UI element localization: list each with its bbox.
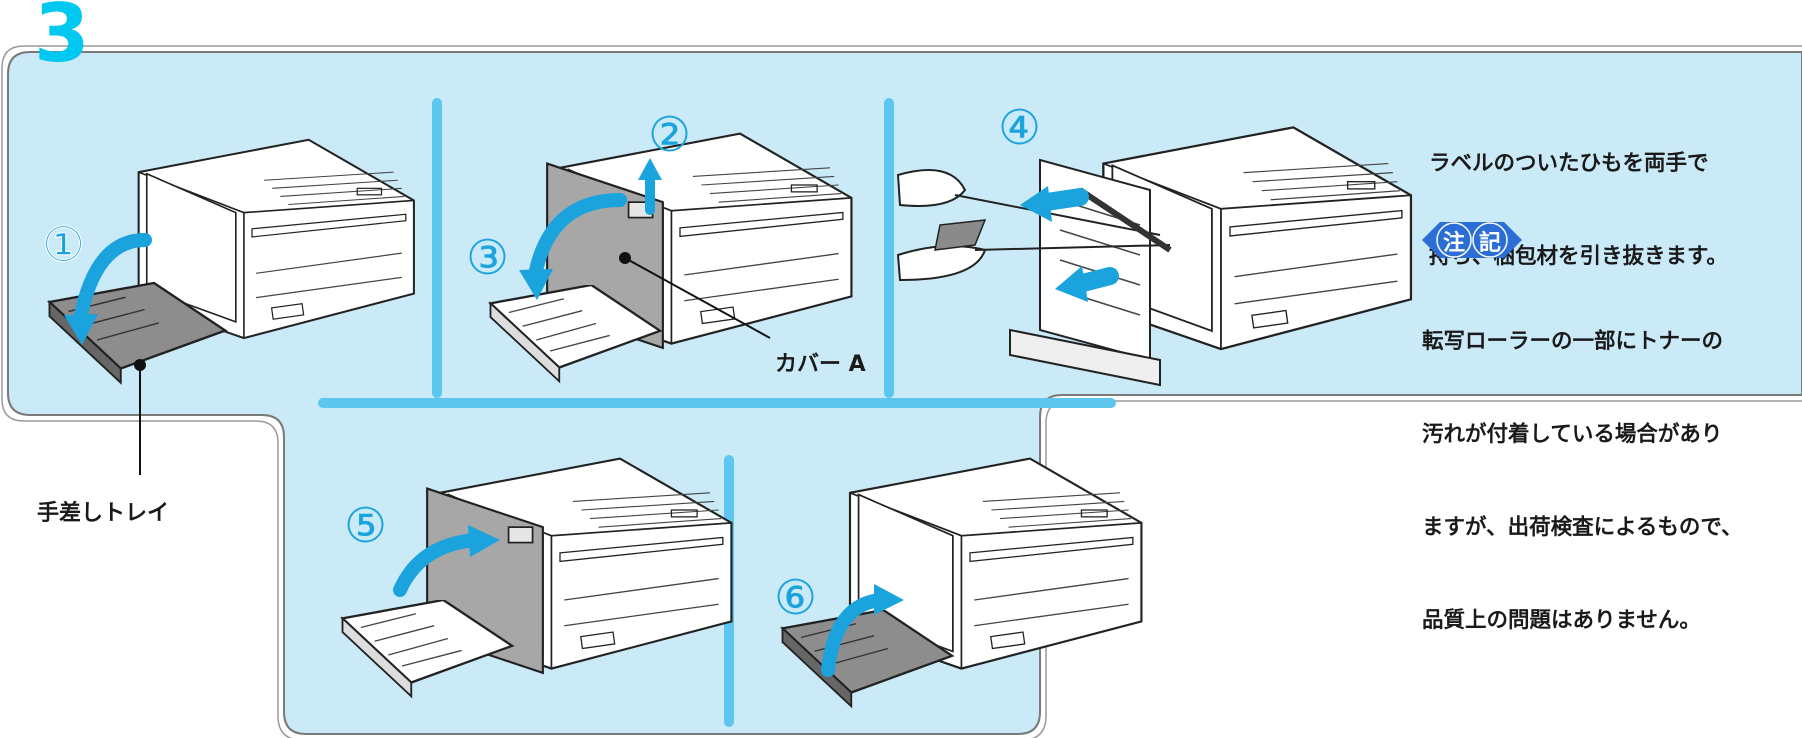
arrow-open-tray (73, 233, 152, 327)
divider-vertical-1 (432, 98, 442, 398)
callout-2: ② (648, 107, 691, 163)
note-line: ますが、出荷検査によるもので、 (1422, 515, 1743, 540)
note-line: 汚れが付着している場合があり (1422, 422, 1723, 447)
callout-1: ① (42, 217, 85, 273)
figure-open-tray (48, 138, 416, 475)
figure-open-cover (489, 134, 852, 383)
callout-6: ⑥ (774, 570, 817, 626)
label-cover-a: カバー A (775, 352, 866, 377)
note-badge-char: 注 (1443, 231, 1466, 256)
hand-upper (896, 169, 967, 207)
arrow-open-cover (528, 193, 627, 282)
note-badge-char: 記 (1479, 231, 1502, 256)
leader-line-cover (624, 257, 771, 339)
note-line: 転写ローラーの一部にトナーの (1422, 329, 1724, 354)
label-manual-tray: 手差しトレイ (37, 501, 170, 526)
note-badge-shape (1422, 222, 1522, 258)
step-number: 3 (34, 0, 90, 80)
instruction-line: ラベルのついたひもを両手で (1429, 151, 1709, 176)
note-badge: 注 記 (1420, 220, 1524, 260)
arrow-close-cover (393, 533, 482, 597)
arrow-close-tray (821, 593, 887, 677)
note-line: 品質上の問題はありません。 (1422, 608, 1701, 633)
callout-5: ⑤ (344, 498, 387, 554)
divider-vertical-2 (884, 98, 894, 398)
callout-3: ③ (466, 230, 509, 286)
figure-close-tray (781, 457, 1143, 708)
figure-close-cover (341, 459, 732, 698)
callout-4: ④ (998, 100, 1041, 156)
divider-horizontal (318, 398, 1116, 408)
figure-pull-packing (896, 126, 1413, 387)
note-text: 転写ローラーの一部にトナーの 汚れが付着している場合があり ますが、出荷検査によ… (1422, 264, 1743, 667)
